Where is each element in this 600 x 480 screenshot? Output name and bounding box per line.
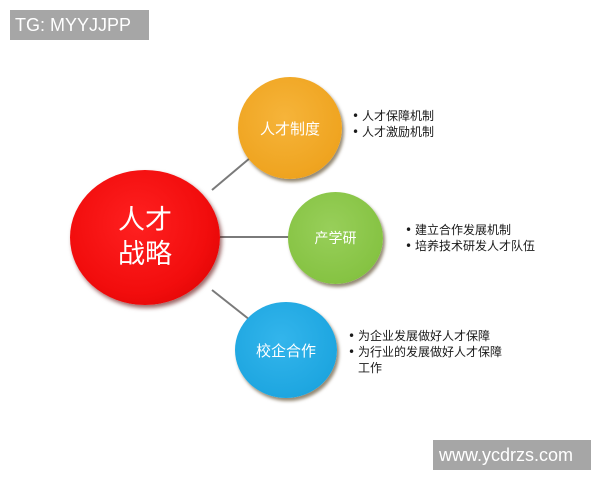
center-label-line1: 人才: [118, 204, 172, 236]
node-industry-academia-research-bullets: 建立合作发展机制 培养技术研发人才队伍: [405, 222, 535, 254]
connector-orange: [211, 157, 251, 191]
bullet-item: 为企业发展做好人才保障: [348, 328, 508, 344]
bullet-item: 人才保障机制: [352, 108, 434, 124]
node-industry-academia-research: 产学研: [288, 192, 383, 284]
bullet-item: 建立合作发展机制: [405, 222, 535, 238]
bullet-item: 人才激励机制: [352, 124, 434, 140]
bullet-item: 培养技术研发人才队伍: [405, 238, 535, 254]
node-school-enterprise-cooperation-bullets: 为企业发展做好人才保障 为行业的发展做好人才保障工作: [348, 328, 508, 376]
node-label: 产学研: [314, 231, 357, 247]
watermark-top: TG: MYYJJPP: [10, 10, 149, 40]
connector-blue: [211, 289, 251, 321]
node-talent-system: 人才制度: [238, 77, 342, 179]
node-school-enterprise-cooperation: 校企合作: [235, 302, 337, 398]
node-label: 校企合作: [255, 341, 316, 360]
center-label-line2: 战略: [118, 238, 172, 270]
node-talent-system-bullets: 人才保障机制 人才激励机制: [352, 108, 434, 140]
bullet-item: 为行业的发展做好人才保障工作: [348, 344, 508, 376]
node-label: 人才制度: [259, 119, 320, 138]
watermark-bottom: www.ycdrzs.com: [433, 440, 591, 470]
center-node-talent-strategy: 人才 战略: [70, 170, 220, 305]
